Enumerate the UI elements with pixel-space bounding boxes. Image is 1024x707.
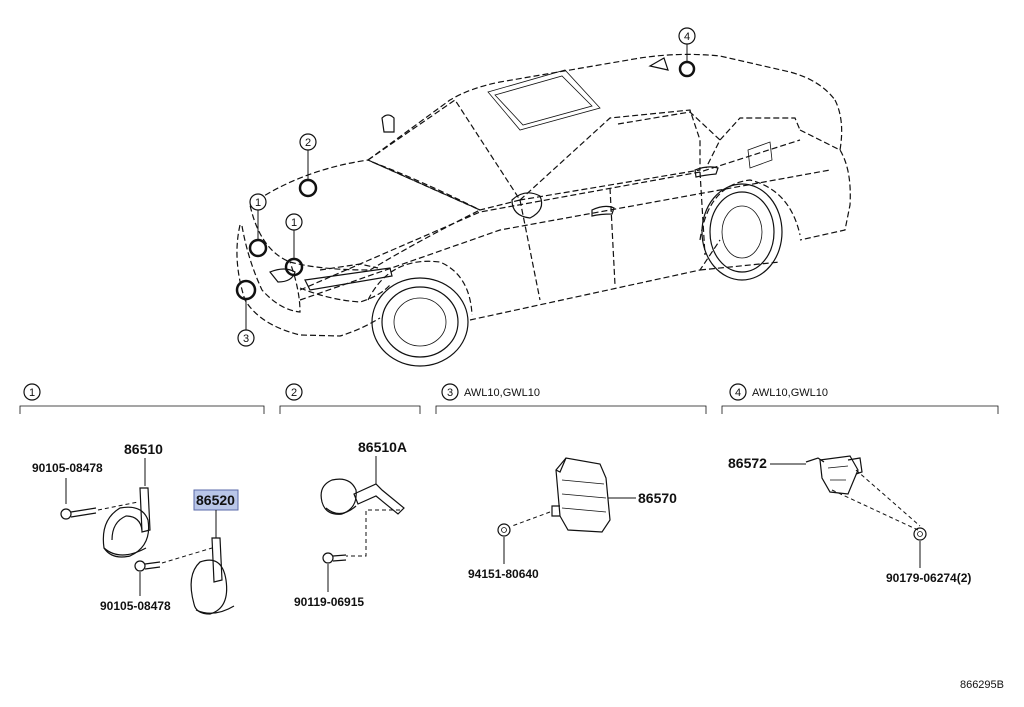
section-2-parts: 86510A 90119-06915 xyxy=(294,439,407,609)
section-header-1: 1 xyxy=(19,383,265,414)
svg-text:4: 4 xyxy=(735,387,741,399)
svg-text:1: 1 xyxy=(255,197,261,209)
part-label-94151-80640[interactable]: 94151-80640 xyxy=(468,567,539,581)
part-label-90105-08478-bottom[interactable]: 90105-08478 xyxy=(100,599,171,613)
svg-text:1: 1 xyxy=(291,217,297,229)
car-callout-1b[interactable]: 1 xyxy=(284,213,304,277)
car-callout-2[interactable]: 2 xyxy=(298,133,318,198)
bolt-icon xyxy=(134,560,161,572)
horn-high-icon xyxy=(102,487,151,558)
nut-icon xyxy=(497,523,511,537)
horn-low-icon xyxy=(190,537,235,615)
svg-text:AWL10,GWL10: AWL10,GWL10 xyxy=(464,387,540,399)
svg-text:4: 4 xyxy=(684,31,690,43)
svg-text:2: 2 xyxy=(291,387,297,399)
svg-text:1: 1 xyxy=(29,387,35,399)
section-header-4: 4 AWL10,GWL10 xyxy=(721,383,999,414)
part-label-86570[interactable]: 86570 xyxy=(638,490,677,506)
section-header-3: 3 AWL10,GWL10 xyxy=(435,383,707,414)
diagram-reference: 866295B xyxy=(960,679,1004,691)
car-callout-1a[interactable]: 1 xyxy=(248,193,268,258)
siren-icon xyxy=(551,457,611,533)
part-label-86572[interactable]: 86572 xyxy=(728,455,767,471)
part-label-86520[interactable]: 86520 xyxy=(196,492,235,508)
section-header-2: 2 xyxy=(279,383,421,414)
svg-text:AWL10,GWL10: AWL10,GWL10 xyxy=(752,387,828,399)
bolt-icon xyxy=(322,552,347,564)
part-label-90105-08478-top[interactable]: 90105-08478 xyxy=(32,461,103,475)
car-illustration xyxy=(236,53,851,367)
sensor-icon xyxy=(805,455,863,495)
part-label-90119-06915[interactable]: 90119-06915 xyxy=(294,595,364,609)
svg-text:3: 3 xyxy=(447,387,453,399)
section-4-parts: 86572 90179-06274(2) xyxy=(728,455,971,585)
bolt-icon xyxy=(60,507,97,520)
part-label-86510A[interactable]: 86510A xyxy=(358,439,407,455)
horn-bracket-icon xyxy=(320,478,405,515)
svg-text:3: 3 xyxy=(243,333,249,345)
part-label-86510[interactable]: 86510 xyxy=(124,441,163,457)
part-label-90179-06274[interactable]: 90179-06274(2) xyxy=(886,571,971,585)
nut-icon xyxy=(913,527,927,541)
car-callout-3[interactable]: 3 xyxy=(235,279,257,347)
section-3-parts: 86570 94151-80640 xyxy=(468,457,677,581)
section-1-parts: 90105-08478 86510 86520 xyxy=(32,441,239,615)
svg-text:2: 2 xyxy=(305,137,311,149)
car-callout-4[interactable]: 4 xyxy=(678,27,696,78)
